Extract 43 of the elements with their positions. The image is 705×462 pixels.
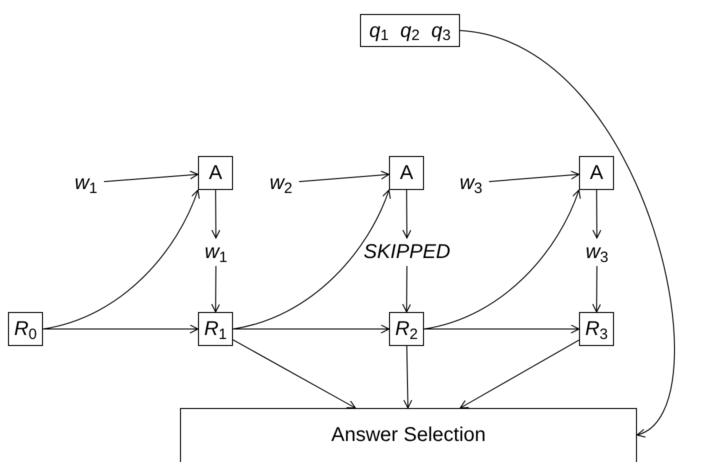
- process-box: [360, 14, 460, 47]
- arrow: [402, 266, 412, 312]
- arrow: [42, 324, 198, 334]
- node-label: Answer Selection: [331, 424, 486, 444]
- variable-label: w$_{2}$: [263, 168, 299, 198]
- node-label: R$_{2}$: [395, 319, 418, 339]
- arrow: [592, 190, 602, 238]
- variable-label: w$_{1}$: [68, 168, 104, 198]
- arrow: [403, 346, 412, 408]
- answer-selection-box: [180, 408, 637, 462]
- variable-label: w$_{3}$: [580, 238, 614, 266]
- process-box: [198, 312, 233, 346]
- process-box: [579, 312, 614, 346]
- arrow: [460, 30, 675, 436]
- process-box: [389, 312, 424, 346]
- arrow: [232, 324, 390, 334]
- arrow: [232, 190, 390, 330]
- process-box: [8, 312, 43, 346]
- arrow: [211, 266, 220, 312]
- node-label: A: [590, 163, 604, 183]
- node-label: R$_{3}$: [585, 319, 608, 339]
- node-label: R$_{0}$: [14, 319, 37, 339]
- node-label: A: [400, 163, 414, 183]
- process-box: [389, 156, 424, 190]
- node-label: R$_{1}$: [204, 319, 227, 339]
- node-label: q$_{1}$ q$_{2}$ q$_{3}$: [369, 20, 451, 40]
- arrow: [42, 190, 200, 330]
- variable-label: w$_{3}$: [453, 168, 489, 198]
- arrow: [232, 339, 356, 408]
- arrow: [460, 340, 580, 408]
- process-box: [579, 156, 614, 190]
- arrow: [488, 170, 580, 182]
- status-label: SKIPPED: [366, 238, 448, 266]
- variable-label: w$_{1}$: [199, 238, 233, 266]
- arrow: [592, 266, 602, 312]
- arrow: [104, 170, 198, 182]
- arrow: [298, 170, 390, 182]
- node-label: A: [208, 163, 222, 183]
- arrow: [424, 190, 580, 330]
- process-box: [198, 156, 233, 190]
- arrow: [211, 190, 220, 238]
- arrow: [402, 190, 412, 238]
- arrow: [424, 324, 580, 334]
